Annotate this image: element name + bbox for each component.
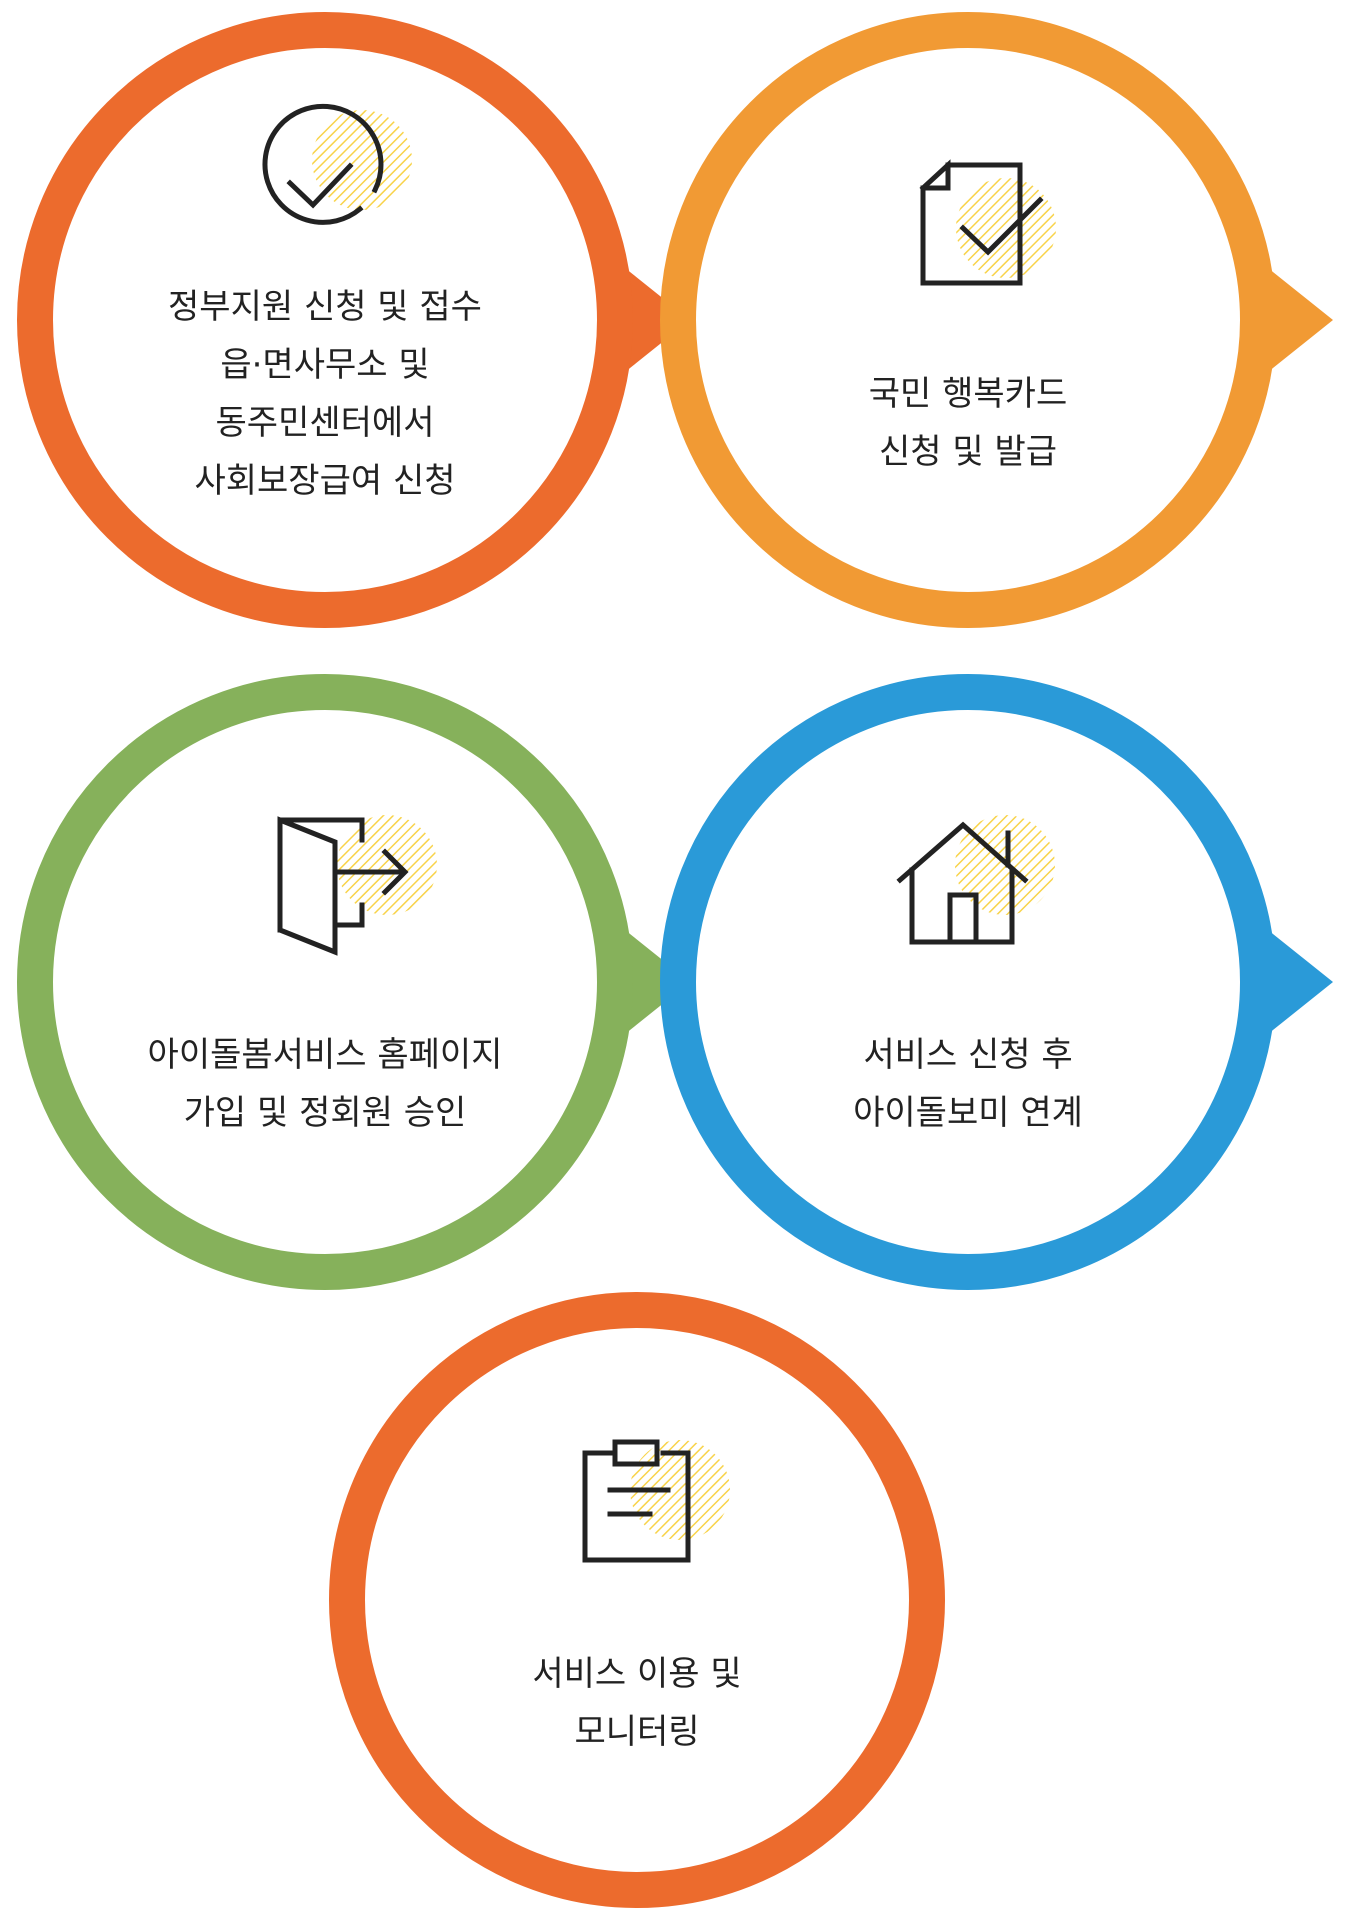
step-3-arrow [625, 930, 690, 1034]
step-4-arrow [1268, 930, 1333, 1034]
step-5-line-1: 서비스 이용 및 [532, 1654, 741, 1694]
step-4-line-2: 아이돌보미 연계 [853, 1093, 1083, 1133]
step-3-circle [17, 674, 633, 1290]
step-3-line-1: 아이돌봄서비스 홈페이지 [148, 1035, 503, 1075]
step-2-line-2: 신청 및 발급 [879, 432, 1057, 472]
step-1-line-2: 읍·면사무소 및 [220, 345, 429, 385]
step-2-arrow [1268, 268, 1333, 372]
step-1: 정부지원 신청 및 접수 읍·면사무소 및 동주민센터에서 사회보장급여 신청 [17, 12, 690, 628]
step-3: 아이돌봄서비스 홈페이지 가입 및 정회원 승인 [17, 674, 690, 1290]
step-2: 국민 행복카드 신청 및 발급 [660, 12, 1333, 628]
step-5-line-2: 모니터링 [574, 1712, 699, 1752]
step-2-line-1: 국민 행복카드 [869, 374, 1068, 414]
step-4: 서비스 신청 후 아이돌보미 연계 [660, 674, 1333, 1290]
step-1-line-3: 동주민센터에서 [216, 403, 435, 443]
check-circle-icon [262, 103, 412, 225]
step-1-arrow [625, 268, 690, 372]
step-2-circle [660, 12, 1276, 628]
step-1-line-1: 정부지원 신청 및 접수 [168, 287, 482, 327]
clipboard-icon [582, 1439, 730, 1563]
step-3-line-2: 가입 및 정회원 승인 [184, 1093, 467, 1133]
door-enter-icon [277, 815, 437, 956]
step-4-circle [660, 674, 1276, 1290]
step-5-circle [329, 1292, 945, 1908]
step-5: 서비스 이용 및 모니터링 [329, 1292, 945, 1908]
house-icon [896, 815, 1055, 945]
step-4-line-1: 서비스 신청 후 [863, 1035, 1072, 1075]
document-check-icon [919, 159, 1056, 286]
step-1-circle [17, 12, 633, 628]
step-1-line-4: 사회보장급여 신청 [194, 461, 455, 501]
